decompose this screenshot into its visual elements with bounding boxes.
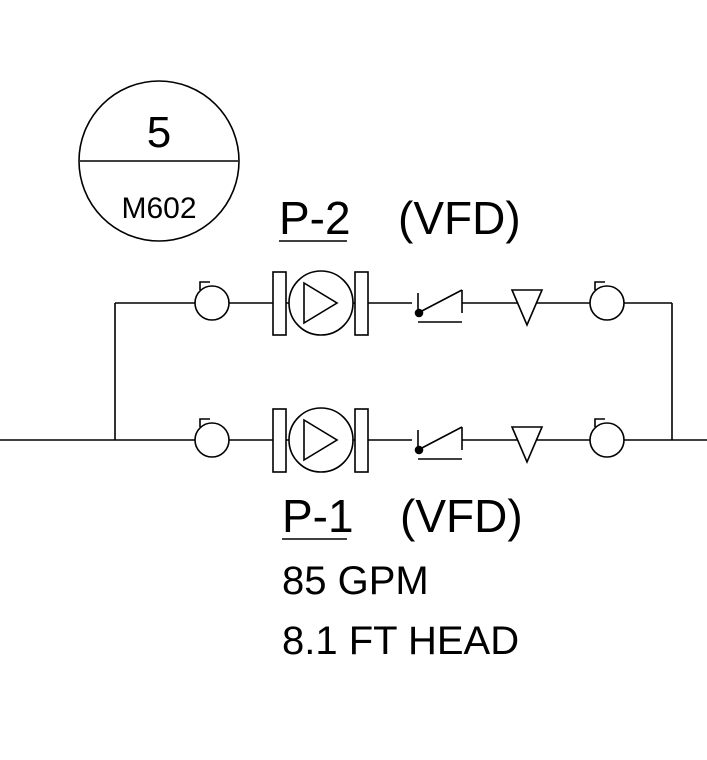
pump-icon xyxy=(272,407,369,473)
pump-2-tag: P-2 xyxy=(279,192,351,244)
pump-icon xyxy=(272,270,369,336)
pump-1-head: 8.1 FT HEAD xyxy=(282,619,519,663)
callout-circle xyxy=(78,80,240,242)
pump-1-drive: (VFD) xyxy=(400,490,523,542)
check-valve-icon xyxy=(412,426,463,460)
pump-2-drive: (VFD) xyxy=(398,192,521,244)
isolation-valve-icon xyxy=(589,418,625,458)
section-callout: 5 M602 xyxy=(78,80,240,242)
strainer-icon xyxy=(510,289,544,328)
isolation-valve-icon xyxy=(194,418,230,458)
isolation-valve-icon xyxy=(194,281,230,321)
callout-sheet: M602 xyxy=(121,192,196,225)
branch-p1 xyxy=(194,407,625,473)
branch-p2 xyxy=(194,270,625,336)
pump-1-flow: 85 GPM xyxy=(282,559,429,603)
callout-number: 5 xyxy=(147,108,171,157)
isolation-valve-icon xyxy=(589,281,625,321)
strainer-icon xyxy=(510,426,544,465)
check-valve-icon xyxy=(412,289,463,323)
pump-1-tag: P-1 xyxy=(282,490,354,542)
